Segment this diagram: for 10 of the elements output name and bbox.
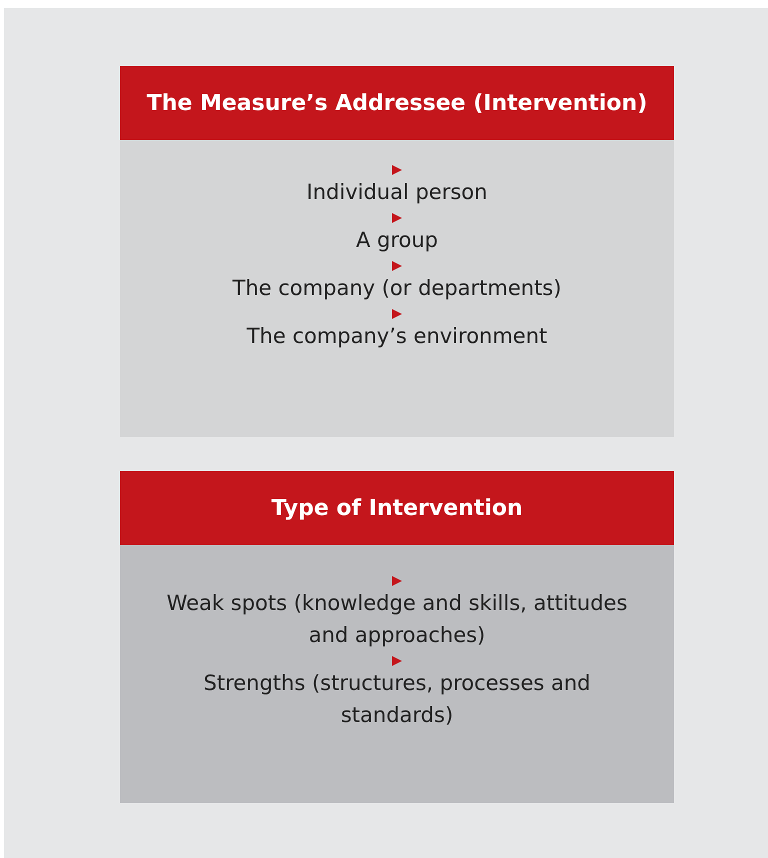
list-item-text: Weak spots (knowledge and skills, attitudes and approaches): [166, 590, 628, 649]
list-item-text: Strengths (structures, processes and standards): [202, 670, 592, 729]
list-item-text: The company (or departments): [232, 275, 562, 302]
list-item-text: The company’s environment: [246, 323, 548, 350]
panel-heading: The Measure’s Addressee (Intervention): [120, 66, 674, 140]
panel-heading: Type of Intervention: [120, 471, 674, 545]
list-panel: [120, 66, 674, 437]
list-item-text: A group: [356, 227, 438, 254]
list-item-text: Individual person: [306, 179, 488, 206]
list-panel: [120, 471, 674, 803]
